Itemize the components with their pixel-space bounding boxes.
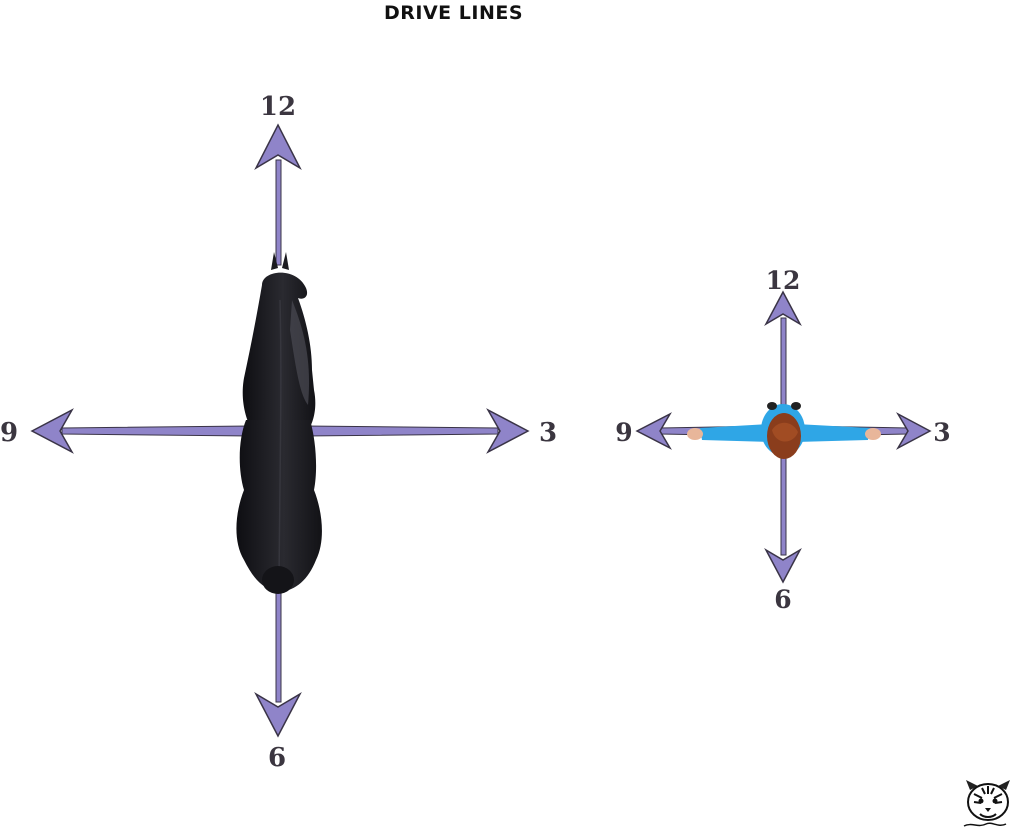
person-label-12: 12 — [766, 266, 801, 295]
horse-arrow-3 — [304, 408, 530, 454]
person-arrow-6 — [764, 454, 802, 584]
person-top-view — [687, 402, 881, 459]
horse-arrow-6 — [254, 589, 302, 738]
horse-arrow-9 — [30, 408, 251, 454]
horse-top-view — [236, 252, 322, 594]
horse-label-12: 12 — [260, 92, 296, 122]
horse-drive-lines: 12 3 6 9 — [0, 92, 557, 773]
person-label-9: 9 — [615, 418, 632, 447]
horse-label-6: 6 — [268, 743, 286, 773]
horse-label-3: 3 — [539, 418, 557, 448]
tiger-head-icon — [963, 780, 1010, 827]
person-arrow-12 — [764, 290, 802, 411]
horse-label-9: 9 — [0, 418, 18, 448]
page-title: DRIVE LINES — [384, 2, 524, 24]
person-label-6: 6 — [774, 585, 791, 614]
person-label-3: 3 — [933, 418, 950, 447]
person-drive-lines: 12 3 6 9 — [615, 266, 950, 614]
horse-arrow-12 — [254, 123, 302, 266]
